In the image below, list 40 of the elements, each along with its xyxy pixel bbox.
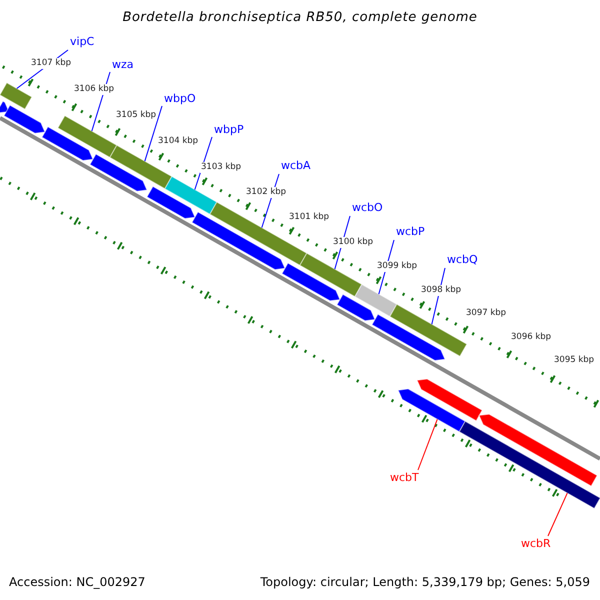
gene-block (0, 82, 32, 110)
leader-line (418, 418, 438, 470)
gene-label: wcbQ (447, 254, 478, 265)
leader-line (548, 492, 568, 536)
scale-label: 3096 kbp (510, 332, 552, 342)
scale-label: 3098 kbp (420, 285, 462, 296)
gene-label: wbpP (214, 124, 244, 135)
scale-label: 3107 kbp (30, 58, 72, 68)
genome-info-text: Topology: circular; Length: 5,339,179 bp; Genes: 5,059 (260, 576, 590, 588)
scale-label: 3097 kbp (465, 308, 508, 318)
gene-block (478, 414, 598, 487)
gene-label: wcbA (281, 160, 311, 171)
scale-label: 3105 kbp (115, 110, 158, 120)
gene-block (397, 388, 466, 432)
scale-label: 3104 kbp (157, 136, 200, 146)
gene-label: wcbO (352, 202, 383, 213)
gene-label: wcbR (521, 538, 551, 549)
gene-label: vipC (70, 36, 94, 47)
gene-block (3, 104, 46, 134)
title: Bordetella bronchiseptica RB50, complete genome (122, 11, 478, 24)
scale-label: 3106 kbp (73, 84, 116, 94)
leader-line (144, 106, 162, 162)
gene-label: wbpO (164, 93, 196, 104)
gene-label: wza (112, 59, 134, 70)
scale-label: 3103 kbp (200, 162, 242, 172)
gene-label: wcbP (396, 226, 425, 237)
gene-block (389, 304, 468, 357)
gene-label: wcbT (390, 472, 419, 483)
gene-block (458, 420, 600, 510)
gene-block (109, 144, 172, 190)
gene-block (57, 115, 118, 158)
scale-label: 3099 kbp (376, 261, 418, 272)
scale-label: 3100 kbp (332, 237, 374, 248)
scale-label: 3095 kbp (553, 355, 596, 366)
accession-text: Accession: NC_002927 (9, 576, 146, 588)
gene-block (164, 176, 218, 215)
gene-block (299, 252, 362, 298)
gene-block (354, 284, 398, 318)
scale-label: 3101 kbp (288, 212, 330, 222)
scale-label: 3102 kbp (245, 187, 288, 198)
